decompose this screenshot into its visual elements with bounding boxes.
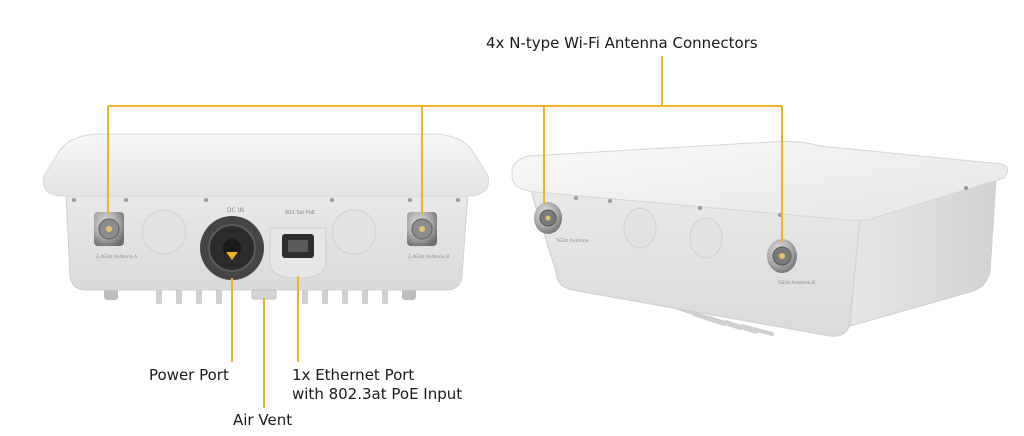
device-body-right-side <box>849 179 997 327</box>
ethernet-port <box>269 227 327 279</box>
air-vent-callout: Air Vent <box>233 411 293 429</box>
cooling-fins-front <box>156 288 388 304</box>
antenna-a-label: 2.4GHz Antenna A <box>96 254 138 260</box>
poe-port-label: 802.3at PoE <box>285 210 315 216</box>
blanking-plug <box>141 209 187 255</box>
access-point-angled-view: 5GHz Antenna 5GHz Antenna B <box>511 141 1008 337</box>
device-lid-front <box>42 133 490 197</box>
blanking-plug <box>623 207 657 249</box>
ethernet-port-callout-line2: with 802.3at PoE Input <box>292 385 463 403</box>
device-body-side <box>529 187 861 337</box>
antenna-connector-c <box>534 202 562 234</box>
ethernet-port-callout-line1: 1x Ethernet Port <box>292 366 415 384</box>
antenna-connector-a <box>94 212 124 246</box>
antenna-connector-b <box>407 212 437 246</box>
device-lid-side <box>511 141 1008 221</box>
dc-in-label: DC IN <box>227 207 244 214</box>
antenna-connectors-callout: 4x N-type Wi-Fi Antenna Connectors <box>486 34 758 52</box>
air-vent <box>251 289 277 300</box>
power-port <box>200 216 264 280</box>
blanking-plug <box>331 209 377 255</box>
antenna-b-label: 2.4GHz Antenna B <box>408 254 449 260</box>
antenna-c-label: 5GHz Antenna <box>556 238 589 244</box>
power-port-callout: Power Port <box>149 366 229 384</box>
access-point-front-view: DC IN 802.3at PoE 2.4GHz Antenna A 2.4GH… <box>42 133 490 304</box>
blanking-plug <box>689 217 723 259</box>
antenna-d-label: 5GHz Antenna B <box>778 280 815 286</box>
callout-lines <box>107 56 783 408</box>
antenna-connector-d <box>767 239 797 273</box>
